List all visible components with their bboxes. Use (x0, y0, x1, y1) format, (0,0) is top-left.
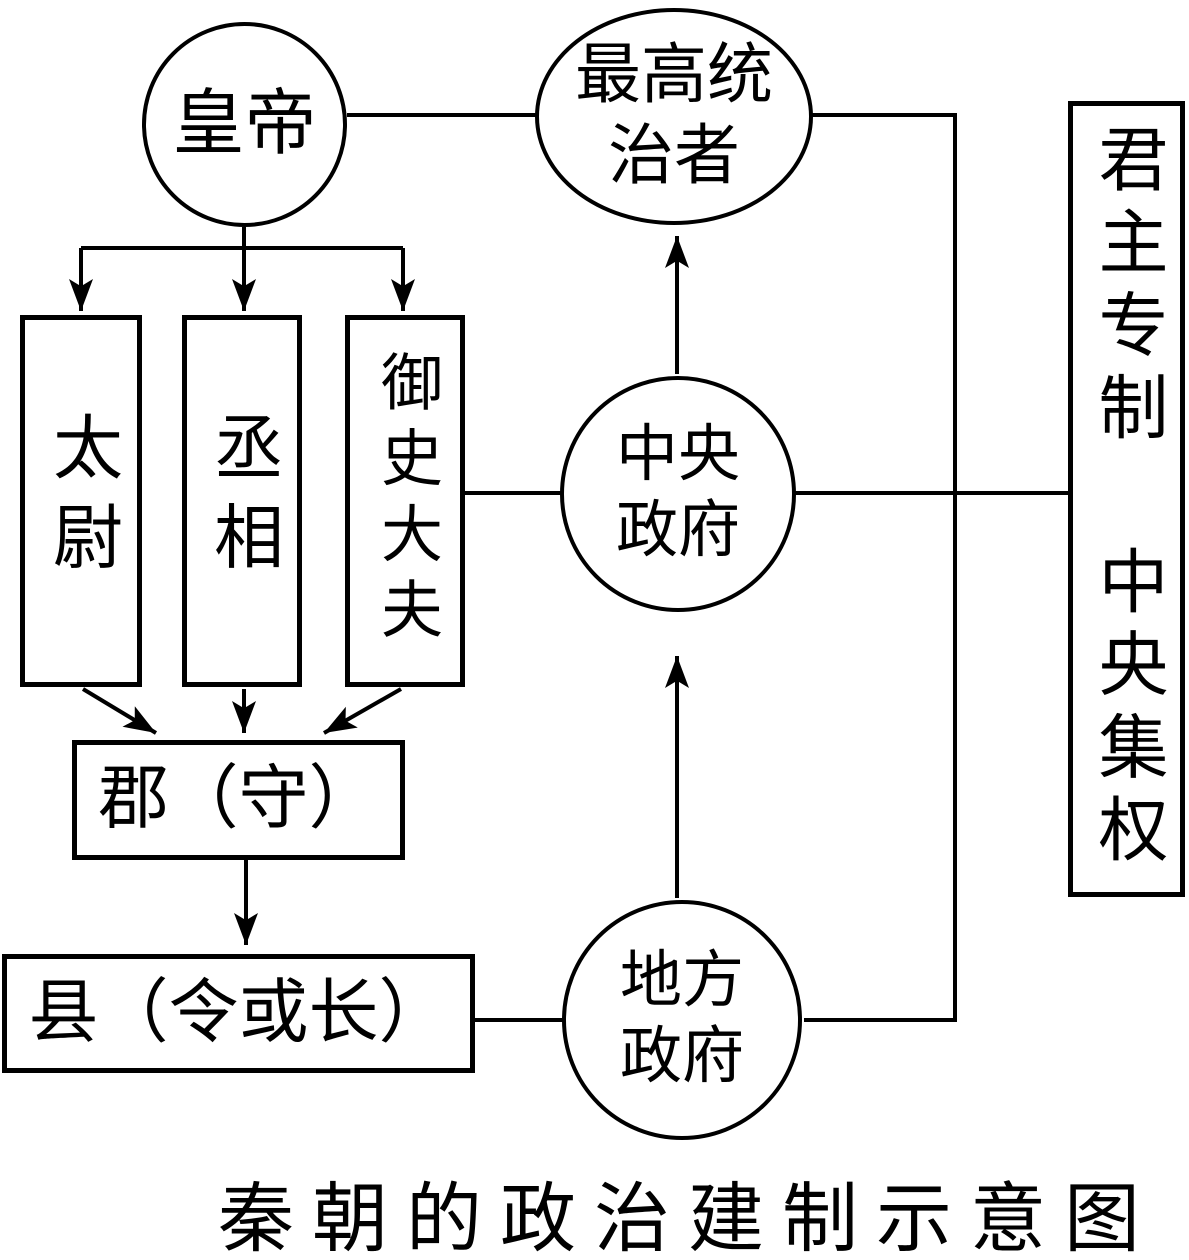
node-xian-county-label: 县（令或长） (28, 974, 449, 1052)
node-supreme-ruler-label: 最高统 治者 (575, 38, 773, 193)
summary-monarchy-label: 君主专制 (1088, 122, 1165, 453)
summary-centralization-label: 中央集权 (1088, 545, 1165, 876)
node-supreme-ruler: 最高统 治者 (535, 8, 813, 225)
node-jun-commandery: 郡（守） (72, 740, 405, 860)
node-chengxiang: 丞相 (182, 315, 302, 687)
node-emperor-label: 皇帝 (172, 83, 317, 164)
node-central-government-label: 中央 政府 (615, 421, 740, 565)
edge-emperor-branch (81, 227, 403, 250)
node-yushi-dafu: 御史大夫 (345, 315, 465, 687)
node-taiwei: 太尉 (20, 315, 142, 687)
node-central-government: 中央 政府 (560, 376, 796, 612)
node-local-government-label: 地方 政府 (619, 947, 744, 1091)
node-yushi-dafu-label: 御史大夫 (371, 349, 439, 653)
node-taiwei-label: 太尉 (42, 411, 120, 591)
diagram-caption: 秦朝的政治建制示意图 (218, 1178, 1158, 1260)
node-chengxiang-label: 丞相 (203, 411, 281, 591)
edge-supreme-corner-local (804, 113, 957, 1022)
node-summary-monarchy-centralization: 君主专制 中央集权 (1068, 101, 1185, 897)
arrow-yushidafu-jun (323, 687, 402, 735)
node-local-government: 地方 政府 (562, 900, 802, 1140)
node-emperor: 皇帝 (142, 22, 347, 227)
node-jun-commandery-label: 郡（守） (98, 761, 379, 839)
node-xian-county: 县（令或长） (2, 954, 475, 1073)
arrow-taiwei-jun (81, 687, 158, 735)
